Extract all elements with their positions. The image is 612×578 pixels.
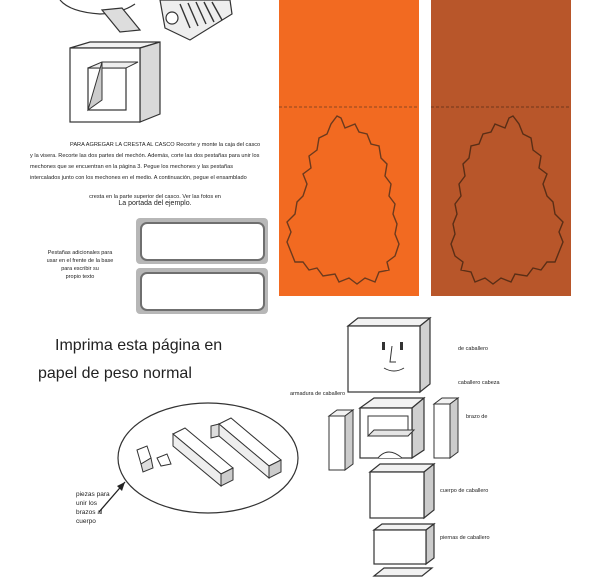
pieces-arrow	[98, 481, 126, 513]
tabs-note-line-2: usar en el frente de la base	[46, 257, 114, 264]
knight-head-illustration	[346, 316, 432, 394]
instructions-line-6: La portada del ejemplo.	[118, 200, 192, 207]
print-note-line-2: papel de peso normal	[38, 365, 192, 382]
label-helmet: caballero cabeza	[458, 380, 500, 386]
label-head: de caballero	[458, 346, 488, 352]
crest-panel-right	[431, 0, 571, 296]
label-arm: brazo de	[466, 414, 488, 420]
label-armor: armadura de caballero	[290, 391, 346, 397]
tabs-note-line-1: Pestañas adicionales para	[47, 250, 113, 256]
knight-arm-illustration	[432, 397, 460, 459]
pieces-note-line-4: cuerpo	[76, 518, 96, 526]
label-legs: piernas de caballero	[440, 535, 490, 541]
instructions-line-4: intercalados junto con los mechones en e…	[30, 175, 247, 181]
knight-helmet-illustration	[358, 396, 426, 460]
knight-legs-illustration	[372, 522, 436, 566]
tab-box-1	[140, 222, 265, 261]
arm-pieces-oval	[117, 402, 299, 514]
crest-panel-left	[279, 0, 419, 296]
pieces-note-line-2: unir los	[76, 500, 97, 508]
tabs-note-line-3: para escribir su	[61, 265, 99, 272]
instructions-line-3: mechones que se encuentran en la página …	[30, 164, 234, 170]
pieces-note-line-3: brazos al	[76, 509, 103, 517]
instructions-line-2: y la visera. Recorte las dos partes del …	[30, 153, 260, 159]
helmet-box-illustration	[69, 41, 161, 123]
pieces-note-line-1: piezas para	[76, 491, 110, 498]
knight-armor-illustration	[327, 409, 355, 471]
instructions-line-1: PARA AGREGAR LA CRESTA AL CASCO Recorte …	[70, 142, 261, 148]
knight-feet-illustration	[372, 567, 434, 577]
tabs-note-line-4: propio texto	[65, 273, 95, 280]
instructions-line-5: cresta en la parte superior del casco. V…	[89, 194, 221, 200]
print-note-line-1: Imprima esta página en	[55, 337, 223, 354]
knight-body-illustration	[368, 462, 436, 520]
label-body: cuerpo de caballero	[440, 488, 489, 494]
tab-box-2	[140, 272, 265, 311]
helmet-visor-illustration	[59, 0, 233, 41]
